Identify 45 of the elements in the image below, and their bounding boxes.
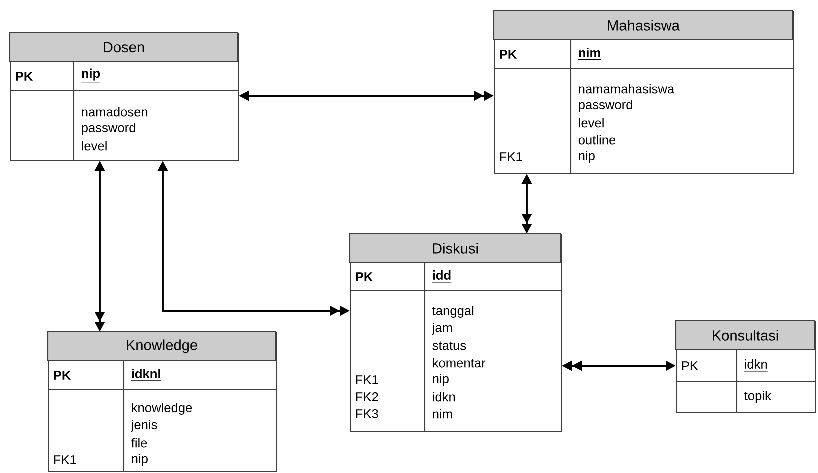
entity-table — [349, 233, 562, 432]
field-name: nip — [132, 454, 148, 466]
table-header: Konsultasi — [675, 320, 816, 351]
field-name: knowledge — [132, 403, 192, 415]
field-name: nip — [433, 374, 449, 386]
key-label: PK — [54, 371, 72, 380]
key-label: PK — [682, 362, 698, 370]
field-name: idkn — [433, 392, 456, 402]
table-header: Dosen — [9, 32, 239, 63]
primary-key-field: idd — [432, 270, 452, 283]
field-name: nim — [433, 409, 452, 419]
field-name: tanggal — [432, 306, 474, 318]
key-label: PK — [500, 50, 518, 59]
key-label: FK1 — [500, 152, 522, 162]
primary-key-field: idknl — [131, 369, 162, 382]
field-name: topik — [744, 391, 772, 403]
field-name: password — [579, 100, 632, 112]
field-name: namadosen — [82, 107, 148, 117]
key-label: FK1 — [356, 376, 378, 384]
field-name: komentar — [433, 358, 486, 368]
field-name: level — [579, 118, 604, 128]
field-name: password — [82, 123, 136, 135]
entity-table — [9, 32, 240, 162]
field-name: level — [82, 141, 107, 151]
field-name: status — [432, 342, 466, 350]
key-label: FK1 — [54, 456, 76, 464]
primary-key-field: idkn — [744, 360, 768, 372]
table-header: Diskusi — [349, 233, 562, 264]
key-label: FK3 — [356, 409, 378, 419]
key-label: PK — [16, 72, 34, 81]
primary-key-field: nip — [81, 68, 101, 84]
table-header: Knowledge — [47, 331, 277, 362]
primary-key-field: nim — [578, 48, 602, 60]
field-name: namamahasiswa — [579, 84, 675, 94]
field-name: jenis — [131, 420, 158, 432]
key-label: FK2 — [356, 392, 378, 402]
key-label: PK — [356, 272, 374, 282]
table-header: Mahasiswa — [493, 10, 794, 41]
field-name: nip — [579, 151, 595, 163]
field-name: jam — [432, 323, 452, 335]
field-name: outline — [578, 135, 616, 145]
field-name: file — [132, 438, 148, 448]
entity-table — [675, 320, 816, 414]
entity-table — [493, 10, 794, 174]
entity-table — [47, 331, 278, 472]
